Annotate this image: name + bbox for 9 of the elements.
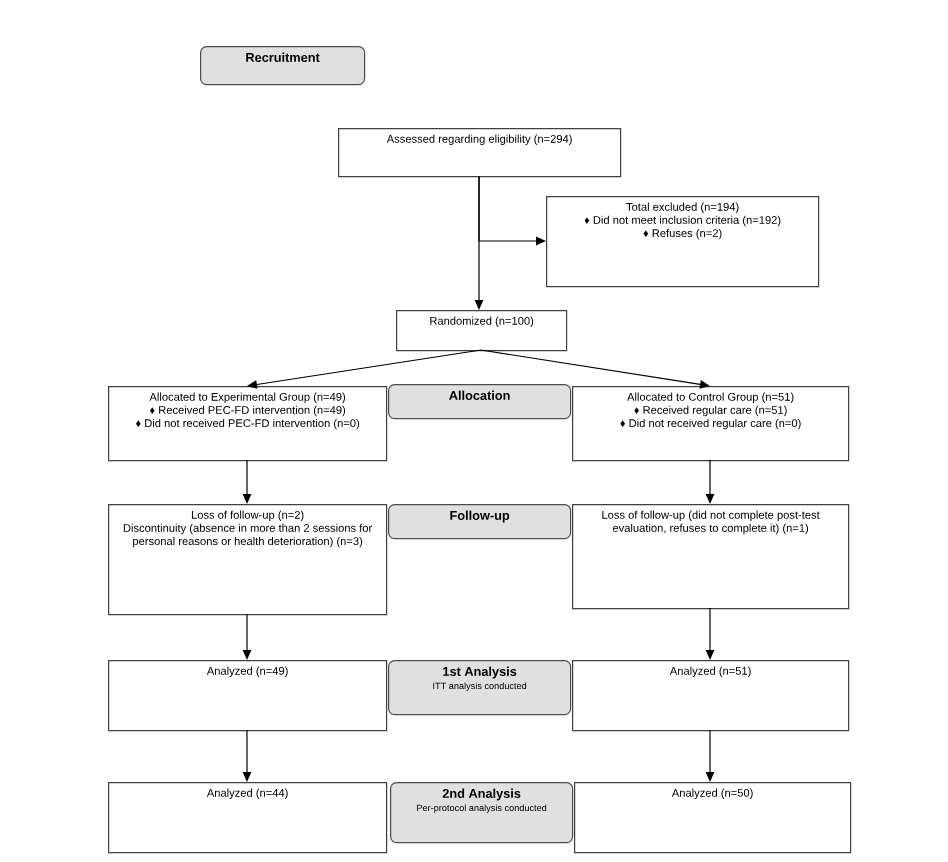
arrow [705,729,715,782]
arrow [247,349,482,389]
arrow [480,349,710,389]
arrow [242,729,252,782]
arrow [478,175,546,246]
arrow [242,459,252,504]
arrow [242,613,252,660]
arrow [705,459,715,504]
arrow [705,607,715,660]
